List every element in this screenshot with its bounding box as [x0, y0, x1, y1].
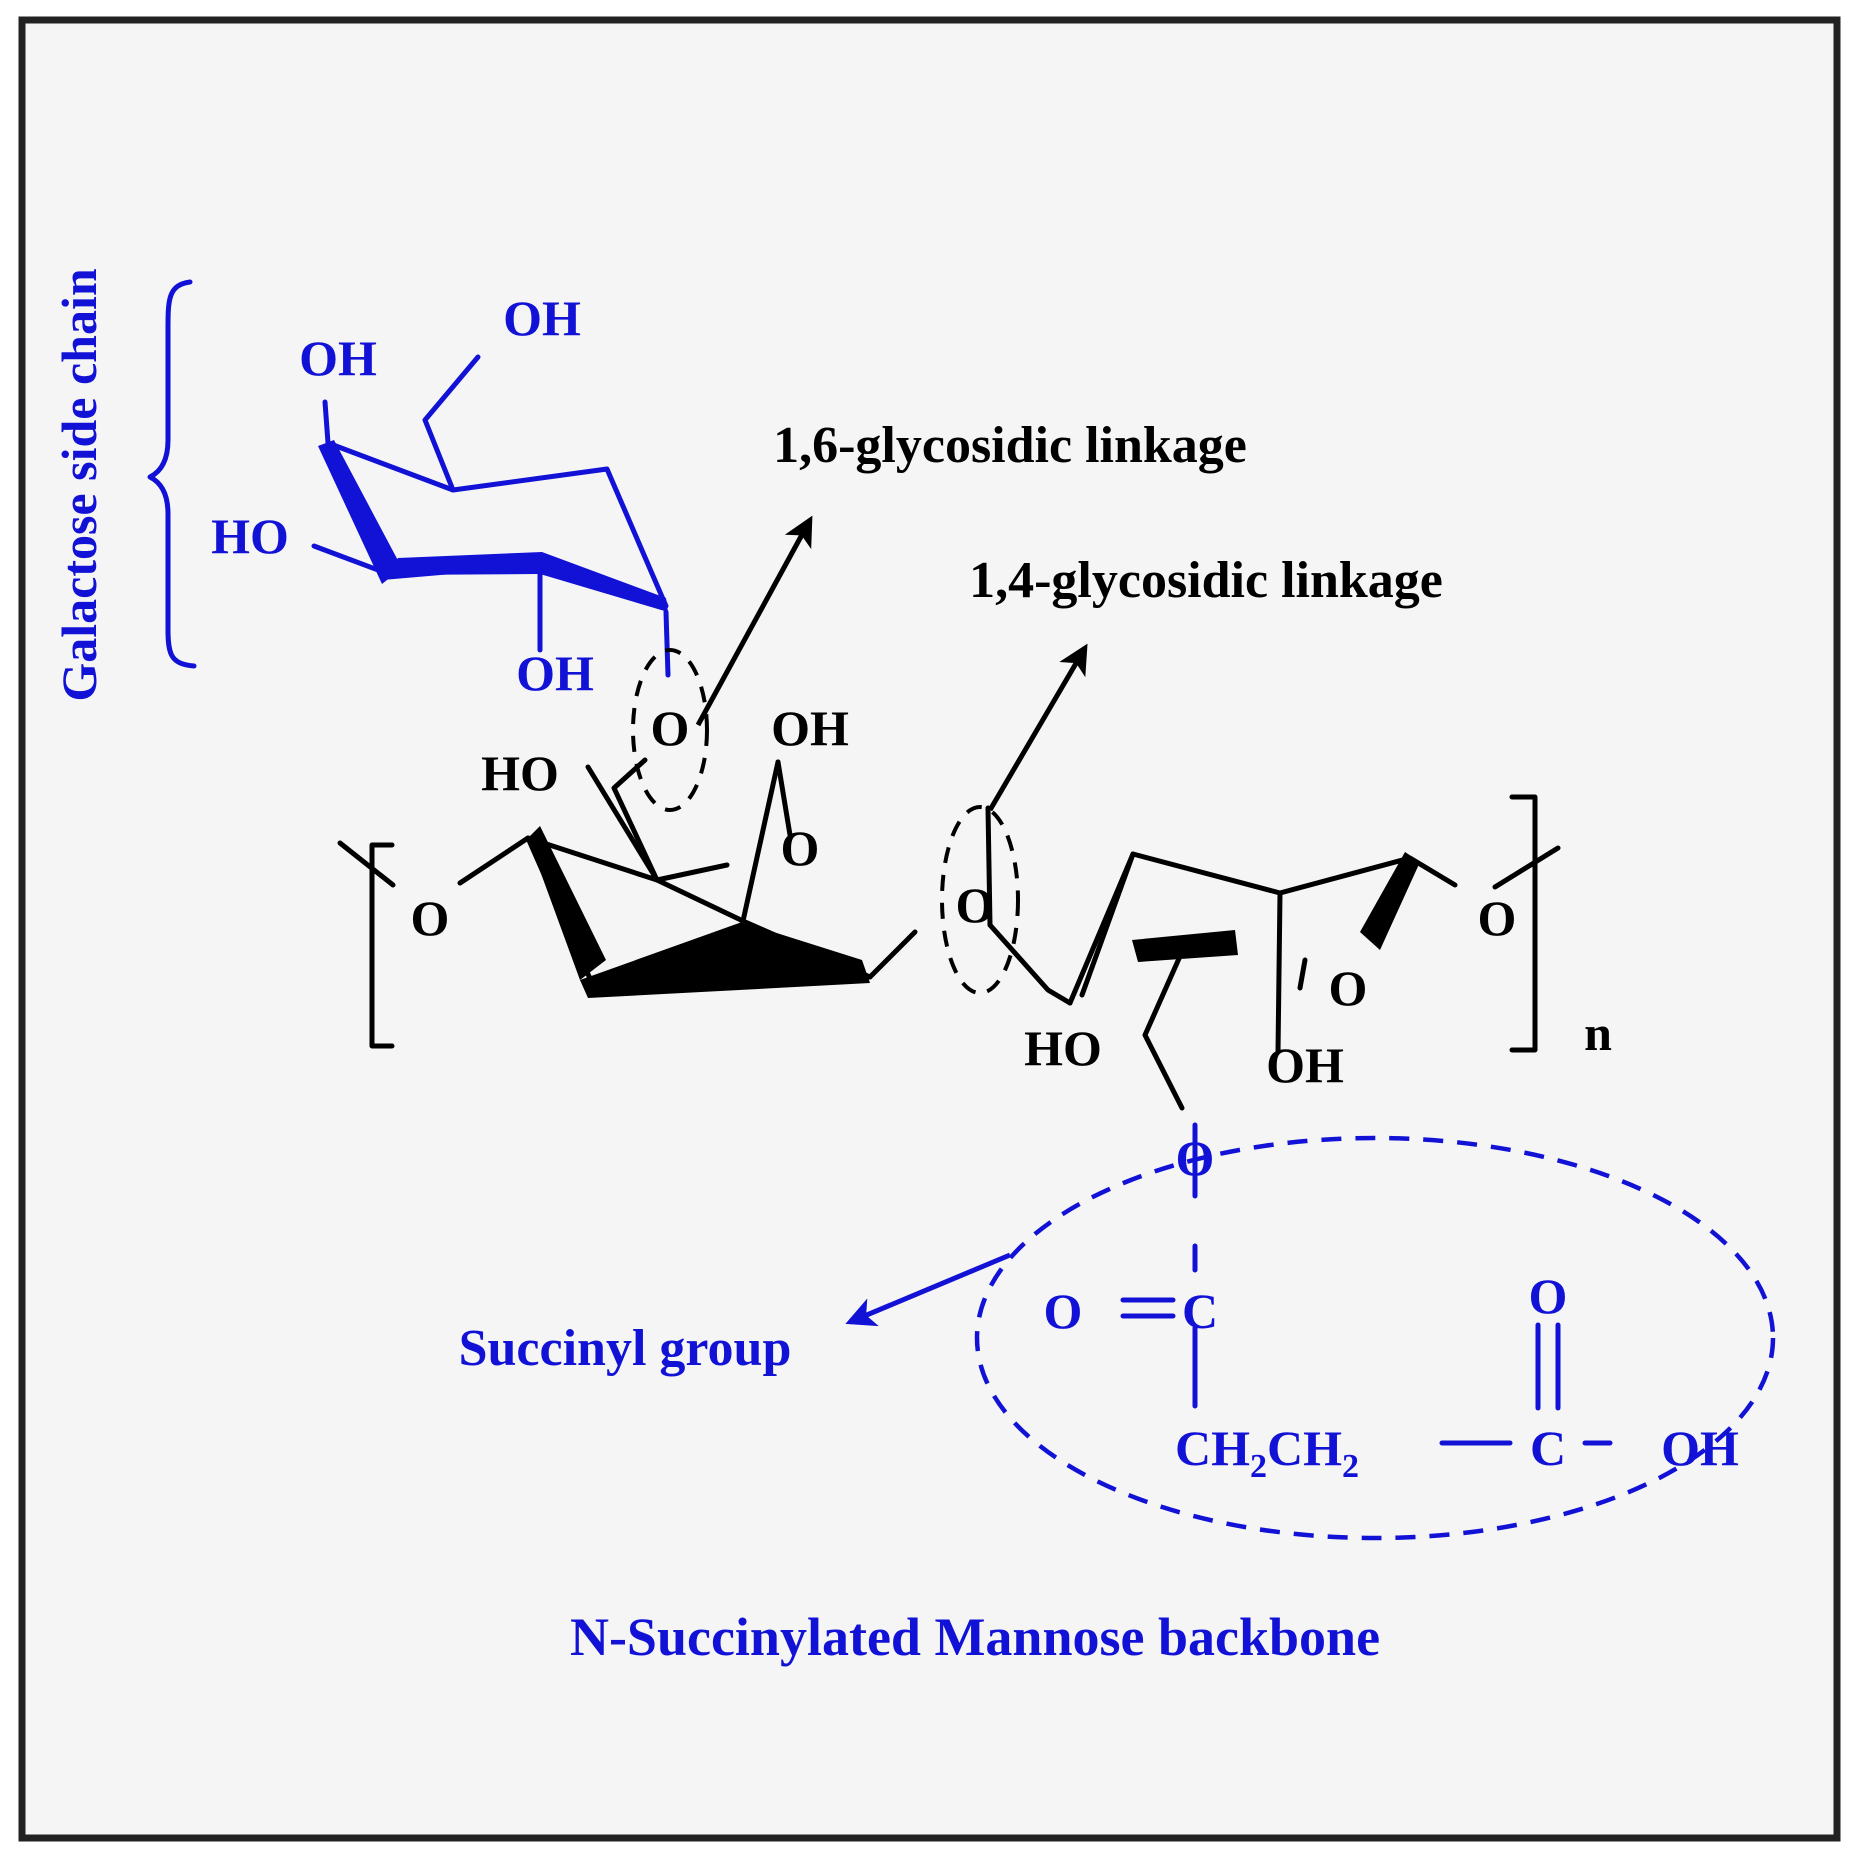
galactose-brace [147, 279, 197, 669]
backbone-caption: N-Succinylated Mannose backbone [570, 1607, 1380, 1667]
link14-highlight [940, 805, 1020, 995]
atom-succ-c1: C [1182, 1283, 1218, 1339]
man1-wedge-left [528, 826, 606, 980]
atom-gal-oh-top: OH [503, 290, 581, 346]
link14-arrow [987, 643, 1088, 812]
link16-arrow [695, 515, 813, 727]
atom-gal-ho: HO [211, 508, 289, 564]
atom-man2-oh: OH [1266, 1037, 1344, 1093]
atom-gal-oh-bottom: OH [516, 645, 594, 701]
atom-man1-left-o: O [411, 890, 450, 946]
man2-wedge-right [1360, 852, 1420, 950]
atom-succ-o-left: O [1044, 1283, 1083, 1339]
atom-man2-ring-o: O [1329, 960, 1368, 1016]
succinyl-arrow [845, 1252, 1011, 1327]
atom-succ-c2: C [1530, 1420, 1566, 1476]
succinyl-group-label: Succinyl group [459, 1320, 792, 1377]
galactose-side-chain-label: Galactose side chain [51, 268, 107, 702]
galactose-ring [311, 354, 671, 678]
atom-man1-ho: HO [481, 745, 559, 801]
linkage-14-label: 1,4-glycosidic linkage [969, 552, 1443, 609]
atom-man1-oh: OH [771, 700, 849, 756]
repeat-n: n [1584, 1005, 1612, 1061]
atom-succ-ch2-a: CH2CH2 [1175, 1420, 1359, 1485]
backbone-ring-1 [457, 757, 918, 998]
link16-highlight [631, 648, 709, 812]
atom-gal-oh-left: OH [299, 330, 377, 386]
succinyl-structure [1120, 1122, 1613, 1446]
succinyl-highlight [974, 1135, 1776, 1541]
atom-man2-right-o: O [1478, 890, 1517, 946]
bracket-left [369, 842, 395, 1049]
atom-man2-ho: HO [1024, 1020, 1102, 1076]
atom-link14-o: O [956, 877, 995, 933]
outer-frame [18, 16, 1841, 1842]
bracket-right-tail [1492, 845, 1561, 890]
atom-link16-o: O [651, 700, 690, 756]
linkage-16-label: 1,6-glycosidic linkage [773, 417, 1247, 474]
bracket-left-tail [337, 840, 396, 888]
atom-succ-o-top: O [1529, 1268, 1568, 1324]
atom-man1-ring-o: O [781, 820, 820, 876]
bracket-right [1509, 794, 1538, 1053]
gal-wedge-bottom [386, 552, 668, 612]
backbone-ring-2 [985, 805, 1458, 1111]
